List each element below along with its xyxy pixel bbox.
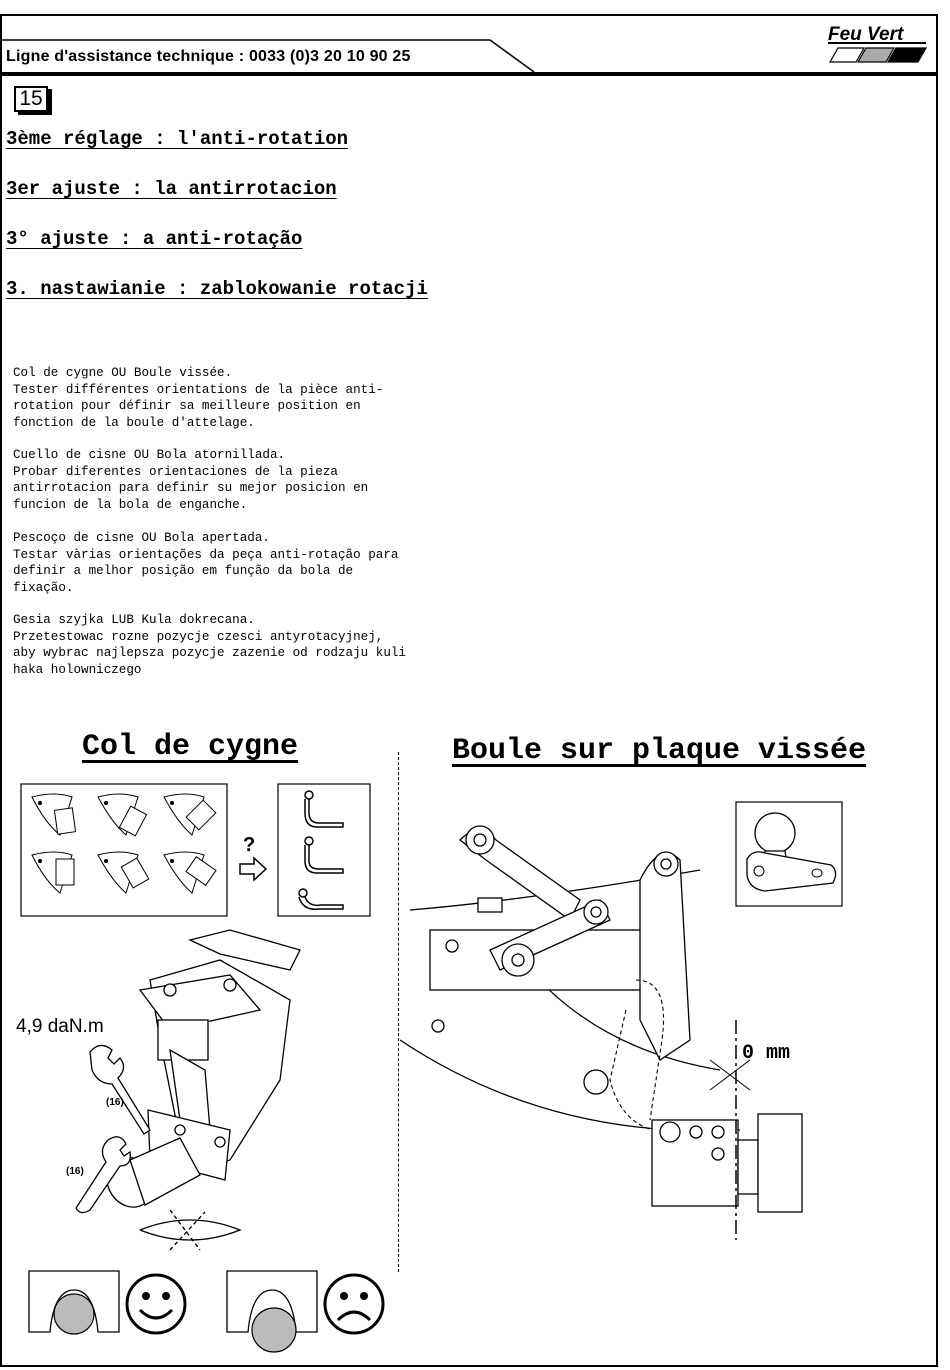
orientation-options-diagram bbox=[20, 783, 228, 917]
heading-es: 3er ajuste : la antirrotacion bbox=[6, 178, 337, 200]
gooseneck-shapes-diagram bbox=[277, 783, 371, 917]
wrench-size-1: (16) bbox=[106, 1097, 124, 1108]
helpline-text: Ligne d'assistance technique : 0033 (0)3… bbox=[6, 48, 411, 65]
gooseneck-towbar-drawing bbox=[106, 929, 301, 1251]
col-de-cygne-title: Col de cygne bbox=[82, 730, 299, 764]
bad-fit-frowny-icon bbox=[323, 1273, 385, 1335]
good-fit-smiley-icon bbox=[125, 1273, 187, 1335]
bad-fit-diagram bbox=[226, 1270, 318, 1353]
clearance-label: 0 mm bbox=[742, 1042, 791, 1065]
heading-fr: 3ème réglage : l'anti-rotation bbox=[6, 128, 349, 150]
wrench-icon bbox=[75, 1044, 151, 1214]
wrench-size-2: (16) bbox=[66, 1166, 84, 1177]
paragraph-fr: Col de cygne OU Boule vissée. Tester dif… bbox=[13, 366, 384, 430]
question-mark: ? bbox=[243, 834, 256, 856]
header-rule bbox=[0, 72, 938, 76]
good-fit-diagram bbox=[28, 1270, 120, 1335]
paragraph-es: Cuello de cisne OU Bola atornillada. Pro… bbox=[13, 448, 369, 512]
section-divider bbox=[398, 752, 399, 1272]
torque-label: 4,9 daN.m bbox=[16, 1016, 104, 1037]
arrow-right-icon bbox=[239, 856, 268, 882]
paragraph-pt: Pescoço de cisne OU Bola apertada. Testa… bbox=[13, 531, 399, 595]
paragraph-pl: Gesia szyjka LUB Kula dokrecana. Przetes… bbox=[13, 613, 406, 677]
bolted-ball-inset bbox=[735, 801, 843, 907]
heading-pl: 3. nastawianie : zablokowanie rotacji bbox=[6, 278, 428, 300]
header-tab bbox=[0, 39, 535, 73]
heading-pt: 3° ajuste : a anti-rotação bbox=[6, 228, 303, 250]
page-frame bbox=[0, 14, 938, 1367]
logo-text: Feu Vert bbox=[828, 24, 904, 45]
step-number: 15 bbox=[14, 86, 48, 112]
boule-plaque-title: Boule sur plaque vissée bbox=[452, 734, 867, 768]
bolted-ball-plate-drawing bbox=[400, 825, 803, 1240]
feu-vert-logo: Feu Vert bbox=[828, 24, 928, 63]
